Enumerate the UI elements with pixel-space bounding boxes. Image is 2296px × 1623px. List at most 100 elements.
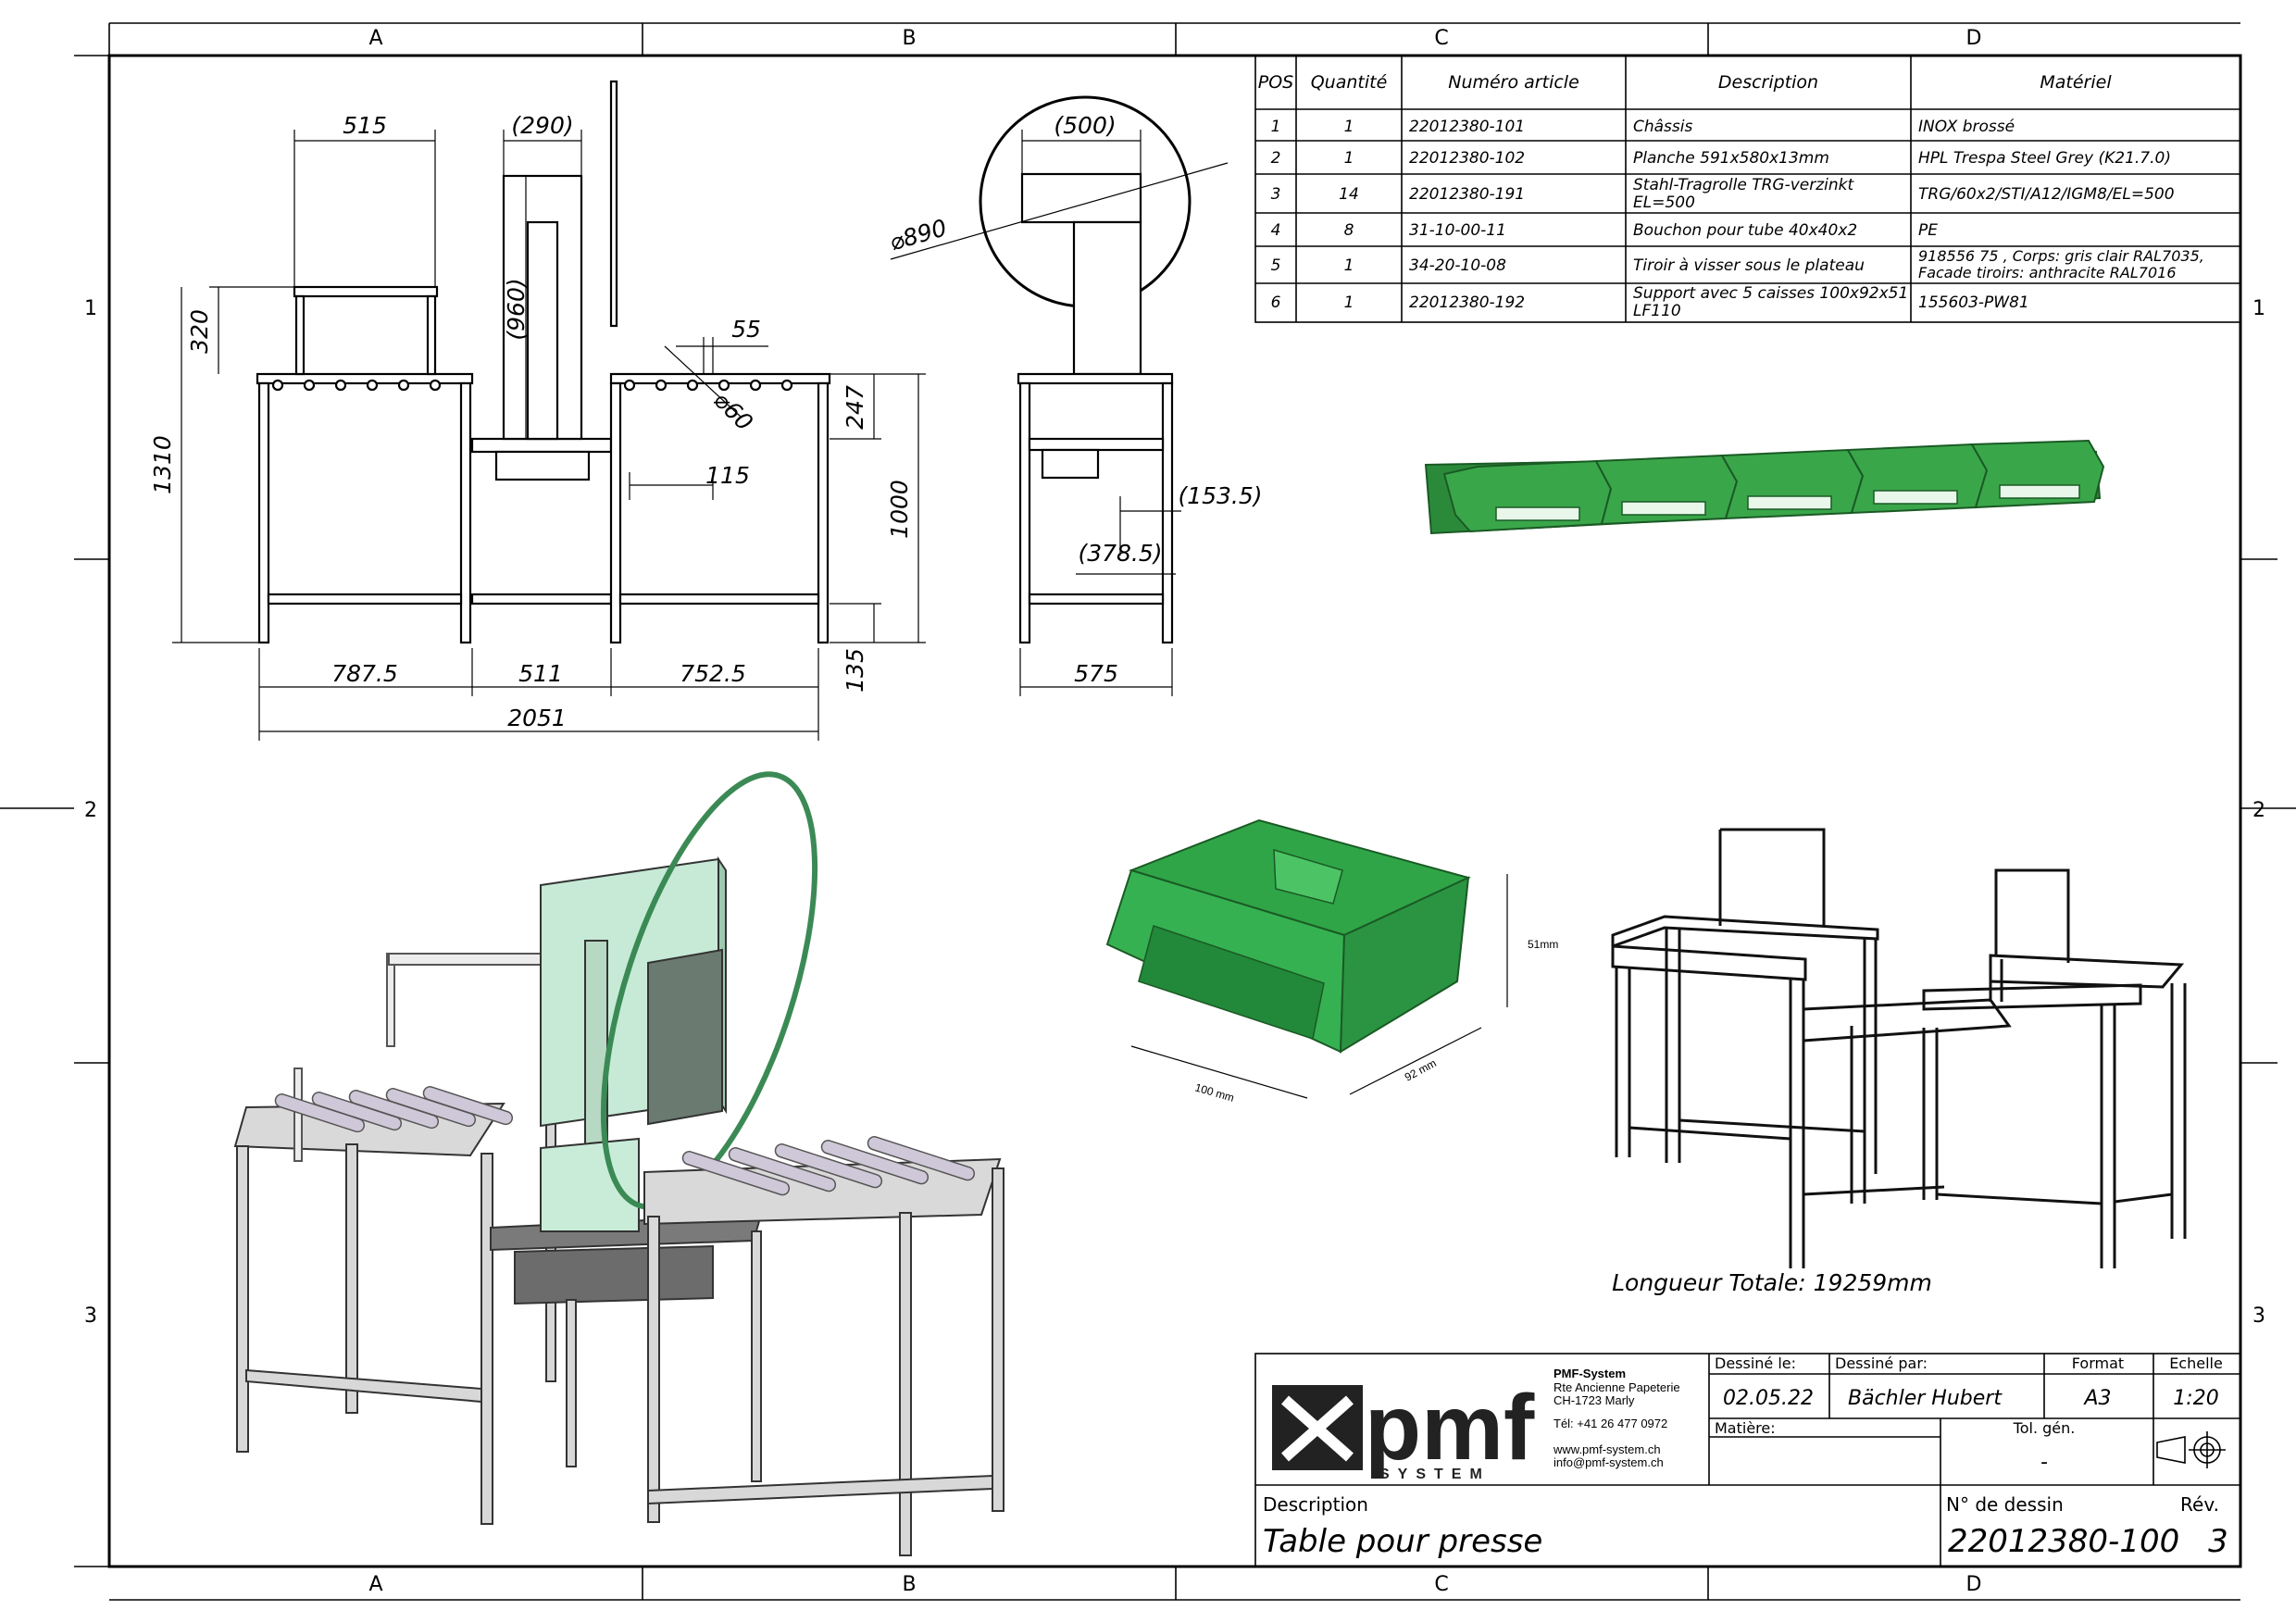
assembly-isometric — [233, 771, 1004, 1556]
format-value: A3 — [2082, 1387, 2111, 1410]
bom-cell: 155603-PW81 — [1918, 293, 2029, 312]
zone-col-label: D — [1966, 1573, 1982, 1596]
bin-depth-label: 92 mm — [1403, 1056, 1439, 1084]
zone-row-label: 3 — [2252, 1305, 2265, 1328]
zone-col-label: A — [368, 27, 382, 50]
dim-135: 135 — [842, 648, 868, 693]
bom-cell: 1 — [1344, 293, 1354, 312]
dim-511: 511 — [518, 660, 563, 687]
company-email: info@pmf-system.ch — [1554, 1455, 1664, 1469]
zone-labels: A B C D A B C D 1 2 3 1 2 3 — [84, 27, 2265, 1596]
dim-960: (960) — [503, 278, 530, 340]
dim-500: (500) — [1054, 112, 1116, 139]
zone-col-label: B — [902, 27, 916, 50]
drawn-on-label: Dessiné le: — [1715, 1355, 1796, 1372]
drawn-on-value: 02.05.22 — [1723, 1387, 1814, 1410]
zone-col-label: D — [1966, 27, 1982, 50]
bom-cell: 31-10-00-11 — [1409, 221, 1506, 240]
drawing-number-label: N° de dessin — [1946, 1493, 2064, 1516]
bom-cell: EL=500 — [1633, 194, 1695, 212]
company-phone: Tél: +41 26 477 0972 — [1554, 1417, 1667, 1430]
dim-1310: 1310 — [149, 435, 176, 494]
bom-cell: Bouchon pour tube 40x40x2 — [1633, 221, 1857, 240]
bom-header: Description — [1718, 72, 1818, 93]
zone-col-label: B — [902, 1573, 916, 1596]
dim-1000: 1000 — [886, 480, 913, 539]
bom-cell: 22012380-192 — [1409, 293, 1525, 312]
zone-row-label: 2 — [2252, 799, 2265, 822]
bom-cell: 1 — [1344, 256, 1354, 275]
dim-320: 320 — [186, 309, 213, 354]
bom-cell: 22012380-191 — [1409, 185, 1525, 204]
revision-label: Rév. — [2180, 1493, 2219, 1516]
zone-col-label: C — [1434, 1573, 1448, 1596]
company-name: PMF-System — [1554, 1367, 1626, 1380]
logo-wordmark: pmf — [1365, 1376, 1535, 1479]
bom-cell: 1 — [1271, 118, 1281, 136]
description-label: Description — [1263, 1493, 1368, 1516]
zone-row-label: 2 — [84, 799, 97, 822]
bom-header: Quantité — [1311, 72, 1388, 93]
dim-2051: 2051 — [507, 705, 567, 731]
material-label: Matière: — [1715, 1419, 1776, 1437]
bom-cell: 1 — [1344, 118, 1354, 136]
logo-subtitle: SYSTEM — [1379, 1467, 1491, 1482]
roller-row — [623, 379, 793, 392]
bom-cell: PE — [1918, 221, 1938, 240]
bin-rail-illustration — [1424, 439, 2105, 535]
bom-cell: 1 — [1344, 149, 1354, 168]
zone-col-label: A — [368, 1573, 382, 1596]
zone-col-label: C — [1434, 27, 1448, 50]
bom-cell: Support avec 5 caisses 100x92x51 — [1633, 284, 1908, 303]
dim-290: (290) — [511, 112, 573, 139]
dim-515: 515 — [343, 112, 387, 139]
drawn-by-label: Dessiné par: — [1835, 1355, 1928, 1372]
front-view: 515 (290) (960) 320 1310 55 ⌀60 115 247 … — [149, 80, 926, 741]
frame-isometric — [1611, 828, 2187, 1268]
dim-752: 752.5 — [680, 660, 746, 687]
dim-787: 787.5 — [331, 660, 398, 687]
dim-55: 55 — [731, 316, 761, 343]
bom-cell: 14 — [1339, 185, 1359, 204]
bom-cell: Facade tiroirs: anthracite RAL7016 — [1918, 264, 2177, 281]
drawing-number: 22012380-100 — [1948, 1523, 2179, 1560]
bom-header: Matériel — [2040, 72, 2112, 93]
sheet-frame — [0, 22, 2296, 1601]
bom-cell: TRG/60x2/STI/A12/IGM8/EL=500 — [1918, 185, 2175, 204]
bom-cell: HPL Trespa Steel Grey (K21.7.0) — [1918, 149, 2171, 168]
drawn-by-value: Bächler Hubert — [1848, 1387, 2003, 1410]
bom-cell: 5 — [1271, 256, 1281, 275]
title-block: pmf SYSTEM PMF-System Rte Ancienne Papet… — [1254, 1353, 2241, 1567]
bom-table: POS Quantité Numéro article Description … — [1254, 55, 2241, 323]
zone-row-label: 1 — [84, 297, 97, 320]
total-length-note: Longueur Totale: 19259mm — [1612, 1269, 1932, 1296]
tolerance-value: - — [2040, 1451, 2048, 1474]
scale-label: Echelle — [2169, 1355, 2223, 1372]
dim-378: (378.5) — [1078, 540, 1162, 567]
bom-header: POS — [1258, 72, 1293, 93]
format-label: Format — [2072, 1355, 2124, 1372]
bom-cell: 22012380-101 — [1409, 118, 1525, 136]
bom-cell: 918556 75 , Corps: gris clair RAL7035, — [1918, 247, 2204, 265]
side-view: (500) ⌀890 (153.5) (378.5) 575 — [886, 95, 1263, 696]
scale-value: 1:20 — [2173, 1387, 2218, 1410]
bom-cell: 6 — [1271, 293, 1281, 312]
bom-cell: 3 — [1271, 185, 1281, 204]
dim-115: 115 — [705, 462, 750, 489]
bom-cell: 34-20-10-08 — [1409, 256, 1506, 275]
projection-symbol-icon — [2156, 1431, 2226, 1468]
company-address: CH-1723 Marly — [1554, 1393, 1635, 1407]
dim-890: ⌀890 — [886, 214, 949, 256]
company-website: www.pmf-system.ch — [1553, 1442, 1661, 1456]
bom-cell: Stahl-Tragrolle TRG-verzinkt — [1633, 176, 1855, 194]
bin-height-label: 51mm — [1528, 938, 1558, 951]
bom-cell: 22012380-102 — [1409, 149, 1525, 168]
bom-cell: Tiroir à visser sous le plateau — [1633, 256, 1865, 275]
tolerance-label: Tol. gén. — [2013, 1419, 2076, 1437]
bin-width-label: 100 mm — [1193, 1080, 1236, 1104]
zone-row-label: 3 — [84, 1305, 97, 1328]
bom-cell: 2 — [1271, 149, 1281, 168]
bom-cell: 4 — [1271, 221, 1281, 240]
bom-cell: Châssis — [1633, 118, 1692, 136]
